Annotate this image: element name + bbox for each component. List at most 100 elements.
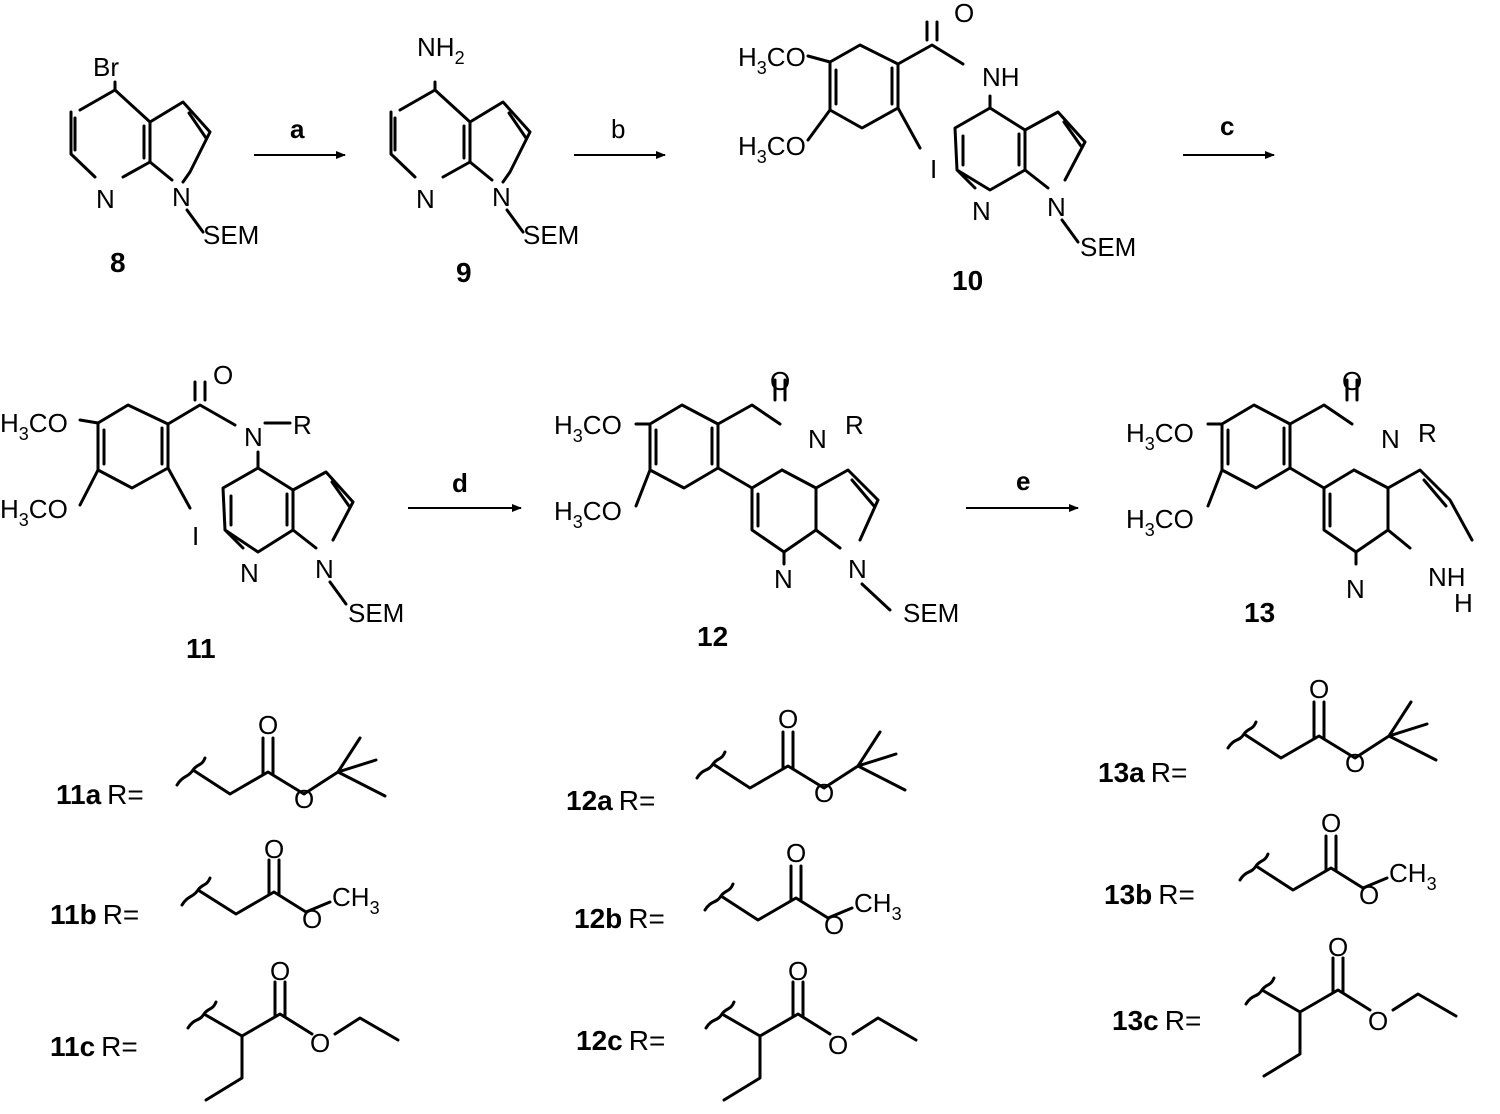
condition-e: e	[1016, 466, 1030, 496]
sem-group: SEM	[903, 598, 959, 628]
carbonyl-oxygen: O	[1321, 808, 1341, 838]
condition-b: b	[611, 114, 625, 144]
compound-13: H3CO H3CO O N R N NH H 13	[1126, 366, 1474, 628]
condition-d: d	[452, 468, 468, 498]
bromine-atom: Br	[93, 52, 119, 82]
carbonyl-oxygen: O	[264, 834, 284, 864]
carbonyl-oxygen: O	[270, 956, 290, 986]
iodine-atom: I	[192, 521, 199, 551]
carbonyl-oxygen: O	[786, 838, 806, 868]
pyrrole-nh: NH	[1428, 562, 1466, 592]
reaction-arrow-e: e	[966, 466, 1079, 512]
lactam-nitrogen: N	[808, 424, 827, 454]
methoxy-group-1: H3CO	[554, 410, 622, 446]
pyrrole-nitrogen: N	[848, 554, 867, 584]
ester-oxygen: O	[310, 1028, 330, 1058]
pyridine-nitrogen: N	[1346, 574, 1365, 604]
methoxy-group-2: H3CO	[1126, 504, 1194, 540]
iodine-atom: I	[930, 154, 937, 184]
ester-oxygen: O	[1368, 1006, 1388, 1036]
amide-nitrogen: N	[244, 422, 263, 452]
methoxy-group-1: H3CO	[738, 42, 806, 78]
sem-group: SEM	[348, 598, 404, 628]
compound-10: H3CO H3CO O NH I N N SEM 10	[738, 0, 1136, 296]
carbonyl-oxygen: O	[954, 0, 974, 28]
reaction-arrow-b: b	[574, 114, 666, 159]
sem-group: SEM	[1080, 232, 1136, 262]
methoxy-group-2: H3CO	[554, 496, 622, 532]
pyridine-nitrogen: N	[774, 564, 793, 594]
carbonyl-oxygen: O	[770, 366, 790, 396]
pyrrole-nitrogen: N	[315, 554, 334, 584]
r-group: R	[845, 410, 864, 440]
pyridine-nitrogen: N	[240, 558, 259, 588]
compound-label-13: 13	[1244, 597, 1275, 628]
ester-oxygen: O	[814, 778, 834, 808]
amine-group: NH2	[417, 32, 465, 68]
compound-label-8: 8	[110, 247, 126, 278]
carbonyl-oxygen: O	[1309, 674, 1329, 704]
compound-label-11: 11	[186, 633, 216, 664]
methoxy-group-1: H3CO	[0, 408, 68, 444]
r-group: R	[293, 410, 312, 440]
compound-label-10: 10	[952, 265, 983, 296]
pyridine-nitrogen: N	[96, 184, 115, 214]
carbonyl-oxygen: O	[213, 360, 233, 390]
compound-9: NH2 N N SEM 9	[389, 32, 579, 288]
ester-oxygen: O	[294, 784, 314, 814]
pyrrole-hydrogen: H	[1454, 588, 1473, 618]
carbonyl-oxygen: O	[258, 710, 278, 740]
methoxy-group-1: H3CO	[1126, 418, 1194, 454]
pyrrole-nitrogen: N	[492, 182, 511, 212]
pyridine-nitrogen: N	[972, 196, 991, 226]
ester-oxygen: O	[1359, 880, 1379, 910]
ester-oxygen: O	[828, 1030, 848, 1060]
ester-oxygen: O	[1345, 748, 1365, 778]
ester-oxygen: O	[302, 904, 322, 934]
compound-12: H3CO H3CO O N R N N SEM 12	[554, 366, 959, 652]
condition-a: a	[290, 114, 305, 144]
pyrrole-nitrogen: N	[172, 182, 191, 212]
compound-label-12: 12	[697, 621, 728, 652]
carbonyl-oxygen: O	[1342, 366, 1362, 396]
reaction-arrow-a: a	[254, 114, 346, 159]
compound-label-9: 9	[456, 257, 472, 288]
r-group: R	[1418, 418, 1437, 448]
methoxy-group-2: H3CO	[0, 494, 68, 530]
sem-group: SEM	[523, 220, 579, 250]
sem-group: SEM	[203, 220, 259, 250]
ester-oxygen: O	[824, 910, 844, 940]
methoxy-group-2: H3CO	[738, 131, 806, 167]
pyrrole-nitrogen: N	[1047, 192, 1066, 222]
lactam-nitrogen: N	[1381, 424, 1400, 454]
compound-11: H3CO H3CO O N R I N N SEM 11	[0, 360, 404, 664]
carbonyl-oxygen: O	[778, 704, 798, 734]
pyridine-nitrogen: N	[416, 184, 435, 214]
methyl-group: CH3	[332, 882, 380, 918]
carbonyl-oxygen: O	[788, 956, 808, 986]
compound-8: Br N N SEM 8	[69, 52, 259, 278]
reaction-arrow-c: c	[1183, 111, 1275, 159]
methyl-group: CH3	[854, 888, 902, 924]
condition-c: c	[1220, 111, 1234, 141]
carbonyl-oxygen: O	[1328, 932, 1348, 962]
